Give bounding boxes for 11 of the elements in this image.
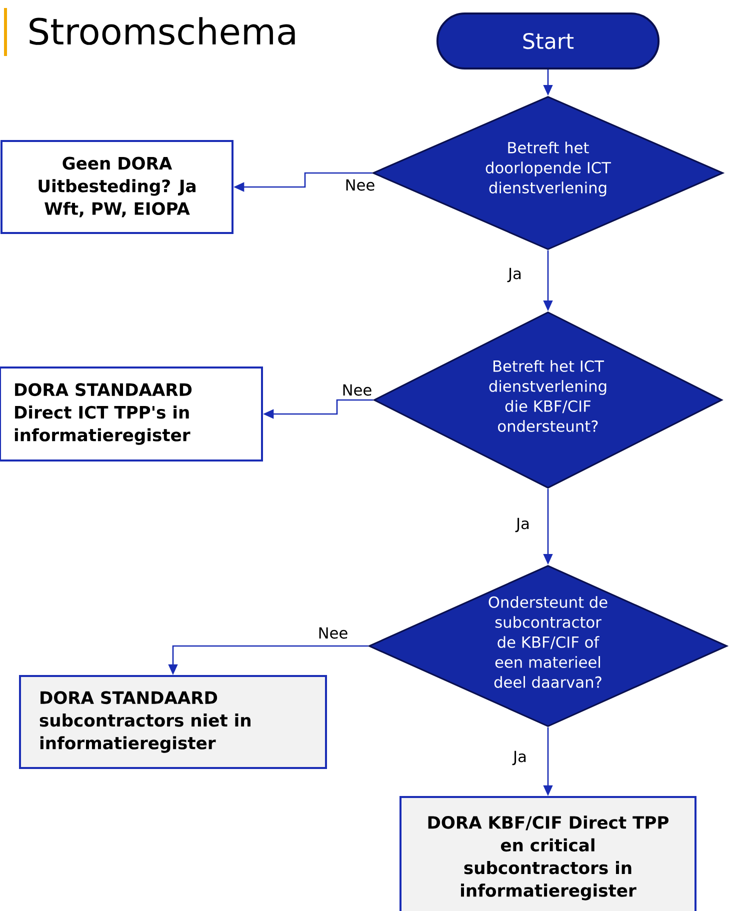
outcome-box: Geen DORA Uitbesteding? Ja Wft, PW, EIOPA	[0, 140, 234, 234]
outcome-box: DORA STANDAARD Direct ICT TPP's in informatieregister	[0, 366, 263, 462]
edge-label: Nee	[340, 382, 374, 398]
edge-label: Ja	[514, 516, 532, 534]
outcome-box: DORA KBF/CIF Direct TPP en critical subcontractors in informatieregister	[400, 796, 696, 911]
edge-label: Ja	[506, 266, 524, 284]
outcome-box: DORA STANDAARD subcontractors niet in informatieregister	[19, 675, 327, 769]
edge-label: Ja	[512, 750, 528, 766]
edge-label: Nee	[316, 626, 350, 640]
start-terminal: Start	[436, 12, 660, 70]
title: Stroomschema	[30, 17, 295, 45]
